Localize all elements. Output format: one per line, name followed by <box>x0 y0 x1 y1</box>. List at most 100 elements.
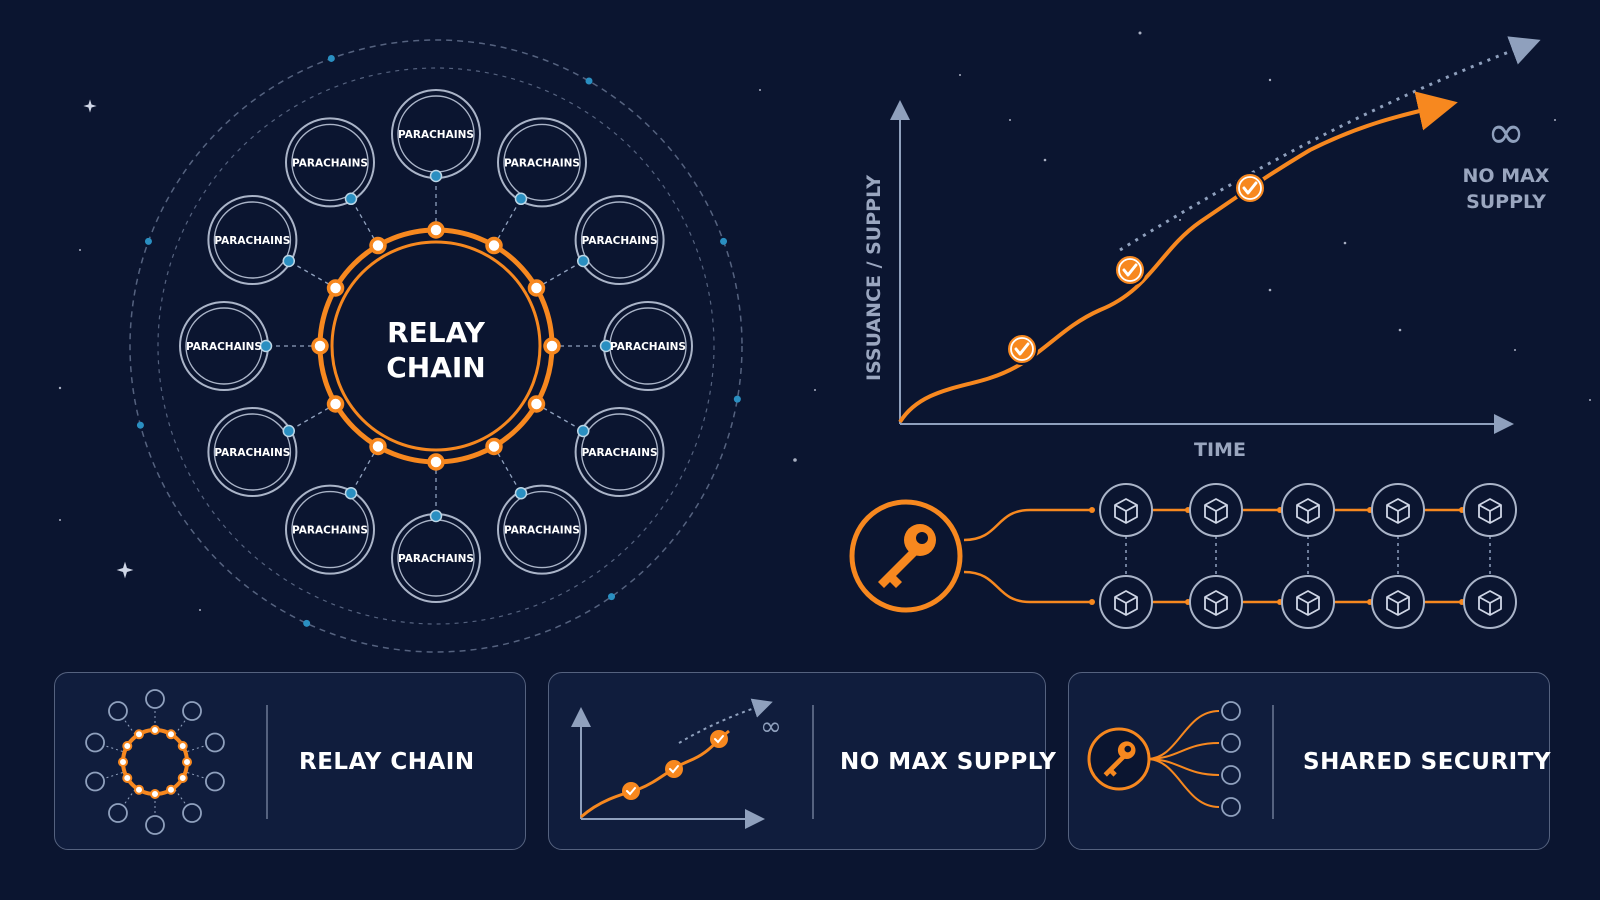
cube-shape <box>1296 498 1320 524</box>
star-dot <box>1268 78 1272 82</box>
cube-shape <box>1386 590 1410 616</box>
card-divider <box>812 705 814 819</box>
no-max-supply-note-line2: SUPPLY <box>1466 191 1546 213</box>
star-icon <box>83 99 97 113</box>
relay-port <box>369 437 387 456</box>
mini-checkpoint <box>710 730 728 748</box>
star-dot <box>1009 119 1011 121</box>
parachain-ring-outer <box>207 195 298 285</box>
star-dot <box>199 609 201 611</box>
x-axis-label: TIME <box>1194 439 1246 461</box>
key-shaft <box>1103 755 1126 777</box>
card-relay-chain[interactable]: RELAY CHAIN <box>54 672 526 850</box>
parachain-link <box>493 198 522 246</box>
supply-chart-icon: ∞ <box>571 698 782 829</box>
parachain-label: PARACHAINS <box>504 157 580 169</box>
mini-port <box>134 784 144 795</box>
mini-block <box>1221 765 1241 785</box>
checkpoint-ring <box>1238 176 1262 200</box>
mini-link <box>103 772 123 780</box>
parachain-ring-outer <box>285 484 375 575</box>
checkpoint-ring <box>1118 258 1142 282</box>
parachain-ring-inner <box>213 413 292 491</box>
relay-chain-title-line1: RELAY <box>387 316 486 349</box>
parachain-ring-outer <box>497 484 587 575</box>
relay-chain-diagram: PARACHAINS PARACHAINS PARACHAINS PARACHAINS… <box>129 39 743 653</box>
parachain-ring-outer <box>207 407 298 497</box>
star-dot <box>79 249 81 251</box>
parachain-label: PARACHAINS <box>398 553 474 565</box>
mini-block <box>1221 701 1241 721</box>
orbit-dot <box>136 421 144 429</box>
star-dot <box>1268 288 1272 292</box>
parachain-ring-inner <box>291 123 369 202</box>
parachain-connector-dot <box>344 192 358 206</box>
star-dot <box>1589 399 1591 401</box>
mini-link <box>187 744 207 752</box>
relay-port <box>326 395 345 413</box>
orbit-dot <box>720 237 728 245</box>
star-dot <box>1554 119 1556 121</box>
parachain-connector-dot <box>429 169 443 183</box>
cube-icon <box>1463 483 1517 537</box>
checkpoint-icon <box>1234 172 1266 204</box>
orbit-dot <box>608 593 616 601</box>
parachain-ring-inner <box>213 201 292 279</box>
mini-parachain <box>108 701 128 721</box>
no-max-supply-note-line1: NO MAX <box>1463 165 1550 187</box>
relay-port <box>543 337 561 355</box>
parachain-nodes: PARACHAINS PARACHAINS PARACHAINS PARACHAINS… <box>179 89 693 603</box>
projected-supply-curve <box>1119 36 1541 252</box>
parachain-ring-outer <box>574 195 665 285</box>
parachain-label: PARACHAINS <box>186 341 262 353</box>
parachain-link <box>350 446 379 494</box>
outer-orbit-ring <box>129 39 743 653</box>
mini-port <box>118 757 128 767</box>
card-shared-security[interactable]: SHARED SECURITY <box>1068 672 1552 850</box>
parachain-ring-inner <box>503 123 581 202</box>
supply-checkpoints <box>1006 172 1266 365</box>
parachain-link <box>536 403 584 432</box>
card-no-max-supply[interactable]: ∞ NO MAX SUPPLY <box>548 672 1056 850</box>
parachain-node: PARACHAINS <box>207 195 298 285</box>
mini-port <box>134 729 144 740</box>
parachain-label: PARACHAINS <box>292 525 368 537</box>
check-icon <box>1122 263 1138 277</box>
mini-parachain <box>145 815 165 835</box>
parachain-node: PARACHAINS <box>574 195 665 285</box>
orbit-dot <box>327 54 335 62</box>
checkpoint-icon <box>1114 254 1146 286</box>
shared-security-icon <box>1087 701 1241 817</box>
mini-parachain <box>145 689 165 709</box>
parachain-link <box>493 446 522 494</box>
card-label: SHARED SECURITY <box>1303 749 1552 775</box>
parachain-connector-dot <box>599 339 613 353</box>
relay-port <box>527 279 546 297</box>
y-axis-label: ISSUANCE / SUPPLY <box>863 175 885 381</box>
parachain-label: PARACHAINS <box>292 157 368 169</box>
parachain-label: PARACHAINS <box>582 447 658 459</box>
parachain-link <box>536 260 584 289</box>
cube-icon <box>1099 483 1153 537</box>
cube-shape <box>1114 590 1138 616</box>
mini-check <box>714 735 724 744</box>
relay-port <box>427 221 445 239</box>
star-dot <box>1179 219 1181 221</box>
star-dot <box>1138 31 1142 35</box>
parachain-label: PARACHAINS <box>398 129 474 141</box>
mini-port <box>122 773 133 783</box>
mini-parachain <box>85 771 105 792</box>
parachain-node: PARACHAINS <box>391 509 481 603</box>
parachain-node: PARACHAINS <box>599 301 693 391</box>
parachain-connector-dot <box>259 339 273 353</box>
cube-icon <box>1281 575 1335 629</box>
supply-chart: ISSUANCE / SUPPLY TIME ∞ NO MAX SUPPLY <box>863 36 1550 461</box>
inner-orbit-ring <box>157 67 715 625</box>
mini-port <box>166 729 176 740</box>
parachain-link <box>350 198 379 246</box>
mini-port <box>150 725 160 735</box>
parachain-node: PARACHAINS <box>391 89 481 183</box>
infinity-icon: ∞ <box>760 712 782 742</box>
mini-port <box>177 741 188 751</box>
card-label: NO MAX SUPPLY <box>840 749 1057 775</box>
